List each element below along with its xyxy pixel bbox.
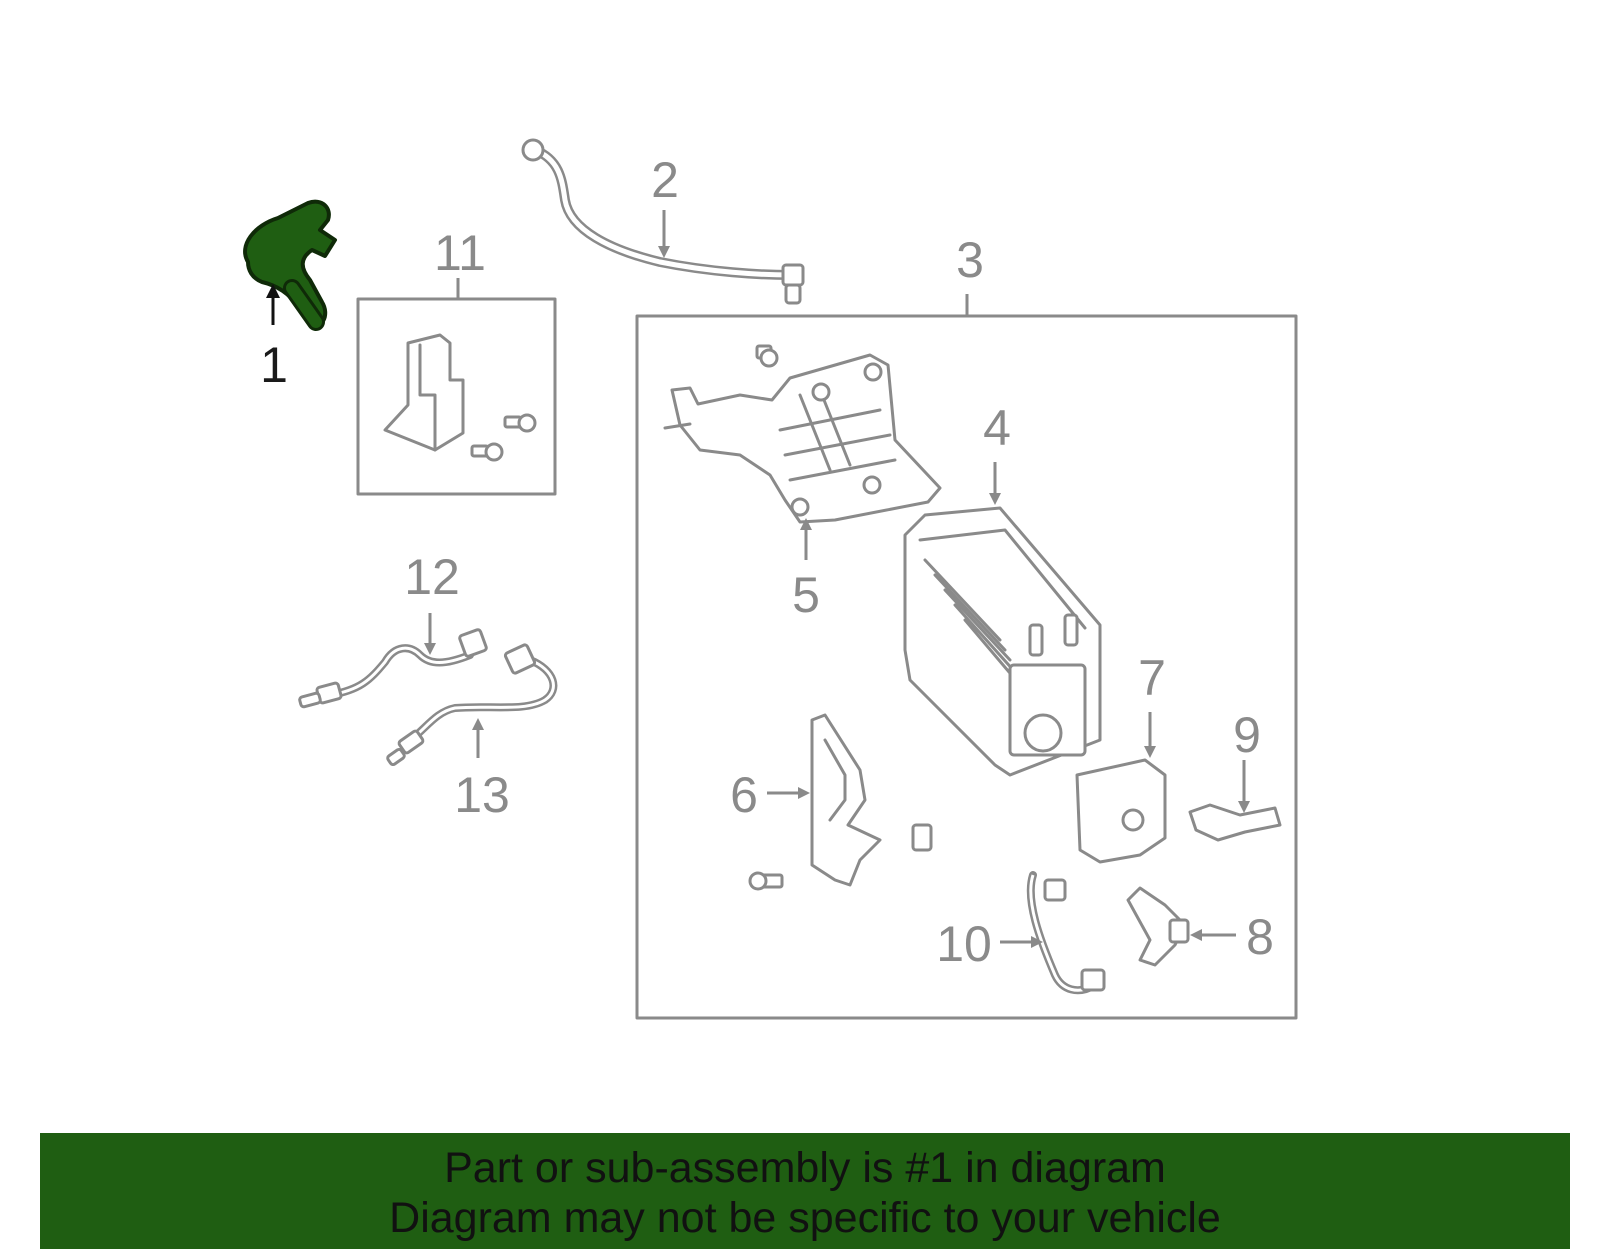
callout-1[interactable]: 1 — [260, 337, 288, 393]
info-banner: Part or sub-assembly is #1 in diagram Di… — [40, 1133, 1570, 1249]
callout-9[interactable]: 9 — [1233, 707, 1261, 763]
part-12-sensor[interactable] — [298, 628, 488, 709]
callout-2[interactable]: 2 — [651, 152, 679, 208]
callout-10-arrow — [1000, 936, 1043, 948]
callout-8[interactable]: 8 — [1246, 909, 1274, 965]
callout-6[interactable]: 6 — [730, 767, 758, 823]
callout-11[interactable]: 11 — [434, 225, 486, 281]
part-13-sensor[interactable] — [386, 643, 558, 767]
part-9-valve[interactable] — [1188, 803, 1282, 842]
callout-4-arrow — [989, 462, 1001, 505]
callout-13-arrow — [472, 718, 484, 758]
callout-3[interactable]: 3 — [956, 232, 984, 288]
callout-6-arrow — [767, 787, 810, 799]
callout-1-arrow — [266, 284, 280, 325]
callout-10[interactable]: 10 — [936, 916, 992, 972]
part-11-bracket[interactable] — [383, 333, 537, 462]
callout-9-arrow — [1238, 760, 1250, 813]
part-4-canister[interactable] — [903, 506, 1102, 777]
part-2-tube[interactable] — [521, 138, 805, 305]
callout-7[interactable]: 7 — [1138, 650, 1166, 706]
callout-13[interactable]: 13 — [454, 767, 510, 823]
part-8-valve[interactable] — [1126, 886, 1190, 967]
parts-diagram: 1 2 11 3 5 — [243, 138, 1298, 1020]
callout-8-arrow — [1190, 929, 1236, 941]
callout-2-arrow — [658, 210, 670, 258]
part-1-hose[interactable] — [243, 199, 337, 331]
callout-5-arrow — [800, 518, 812, 560]
part-5-bracket[interactable] — [663, 344, 942, 524]
callout-4[interactable]: 4 — [983, 400, 1011, 456]
callout-12[interactable]: 12 — [404, 549, 460, 605]
callout-7-arrow — [1144, 712, 1156, 758]
banner-line-1: Part or sub-assembly is #1 in diagram — [444, 1144, 1166, 1192]
banner-line-2: Diagram may not be specific to your vehi… — [389, 1194, 1221, 1242]
callout-12-arrow — [424, 613, 436, 655]
part-6-bracket[interactable] — [748, 713, 933, 891]
callout-5[interactable]: 5 — [792, 567, 820, 623]
part-7-module[interactable] — [1075, 758, 1167, 864]
part-10-harness[interactable] — [1026, 871, 1106, 995]
